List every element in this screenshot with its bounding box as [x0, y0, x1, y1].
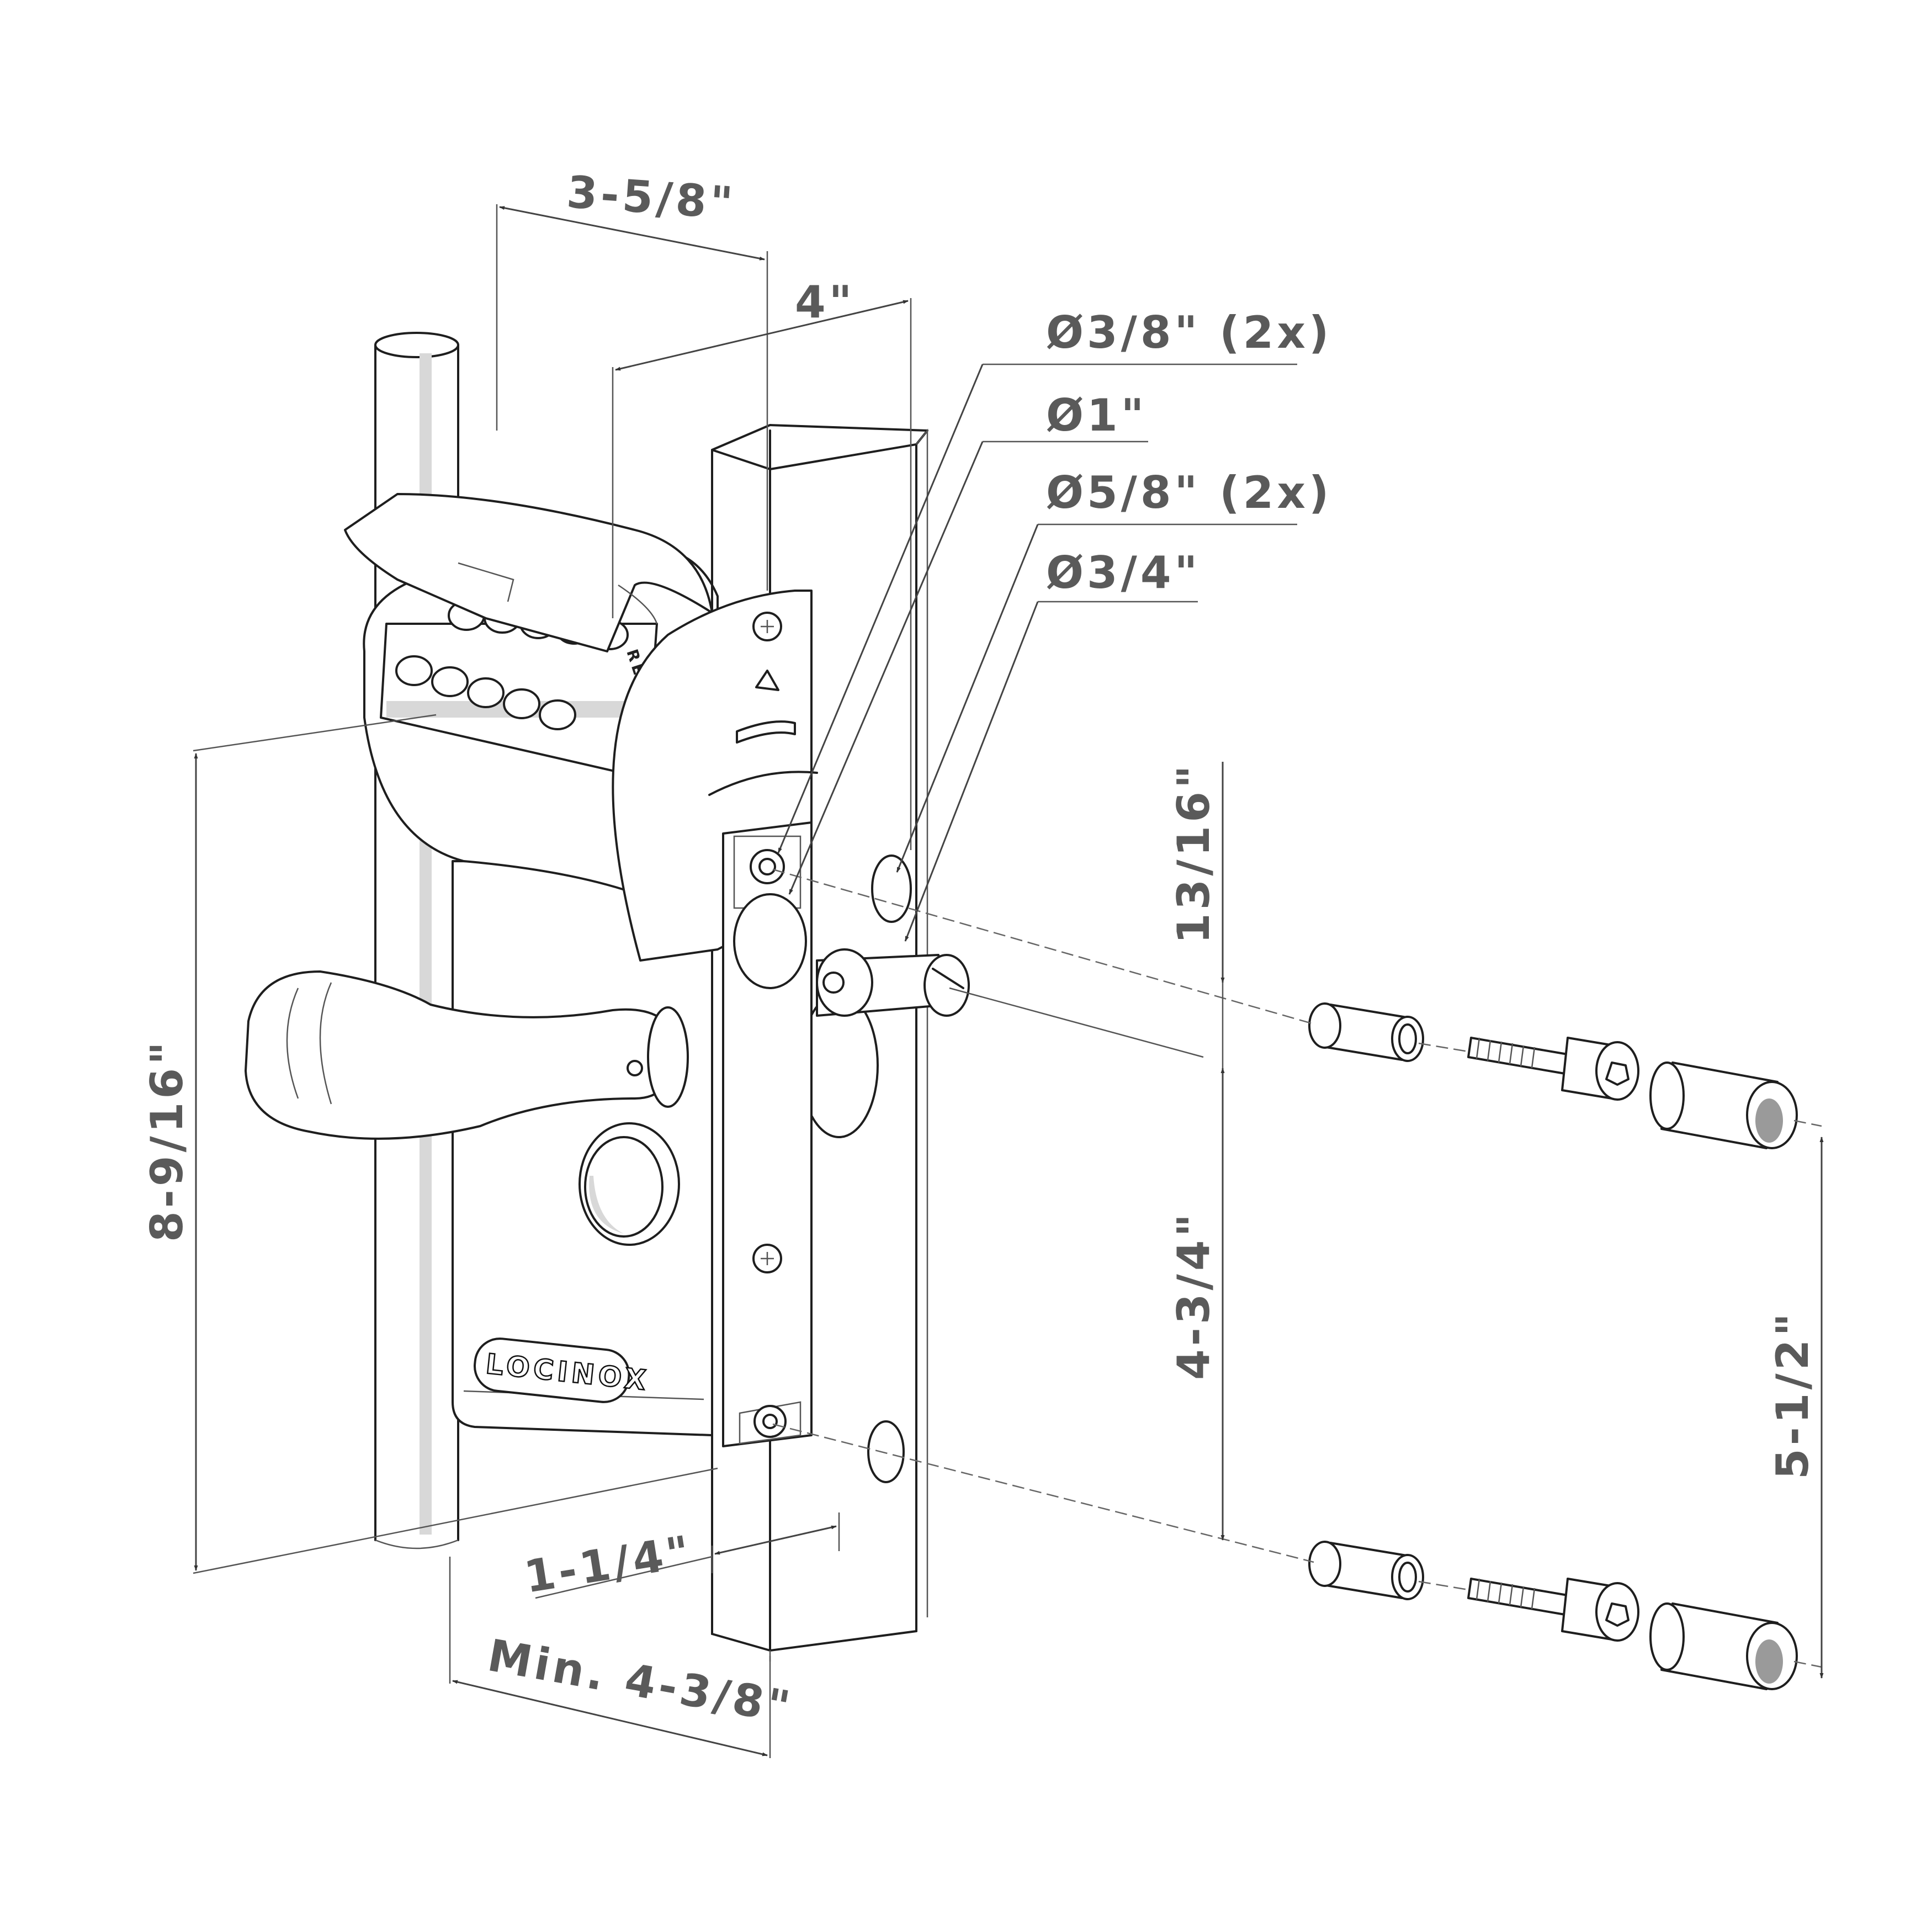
dim-hole-small: Ø3/8" (2x)	[1046, 307, 1332, 358]
dim-width-top: 3-5/8"	[565, 166, 738, 229]
dim-offset-top: 13/16"	[1168, 762, 1219, 944]
dim-total-height: 8-9/16"	[141, 1038, 193, 1242]
lock-body: RESET	[344, 493, 719, 1436]
square-gate-profile	[711, 424, 928, 1662]
dim-depth-top: 4"	[795, 277, 855, 328]
keypad-cover	[344, 493, 713, 652]
brand-logo: LOCINOX	[473, 1337, 652, 1403]
latch-bolt	[733, 893, 970, 1017]
dim-hole-spacing: 4-3/4"	[1168, 1211, 1219, 1380]
cylinder-knob	[578, 1122, 680, 1246]
fastener-set-bottom	[1308, 1541, 1798, 1690]
dim-hole-cylinder: Ø3/4"	[1046, 547, 1201, 598]
fastener-set-top	[1308, 1002, 1798, 1149]
dim-bolt-spacing: 5-1/2"	[1767, 1310, 1818, 1479]
dimension-lines	[193, 204, 1824, 1758]
dim-hole-medium: Ø5/8" (2x)	[1046, 467, 1332, 518]
dimension-labels: 3-5/8" 4" Ø3/8" (2x) Ø1" Ø5/8" (2x) Ø3/4…	[141, 166, 1818, 1734]
dim-hole-center: Ø1"	[1046, 390, 1147, 441]
lever-handle	[245, 970, 689, 1140]
dim-profile-width: 1-1/4"	[521, 1526, 696, 1603]
